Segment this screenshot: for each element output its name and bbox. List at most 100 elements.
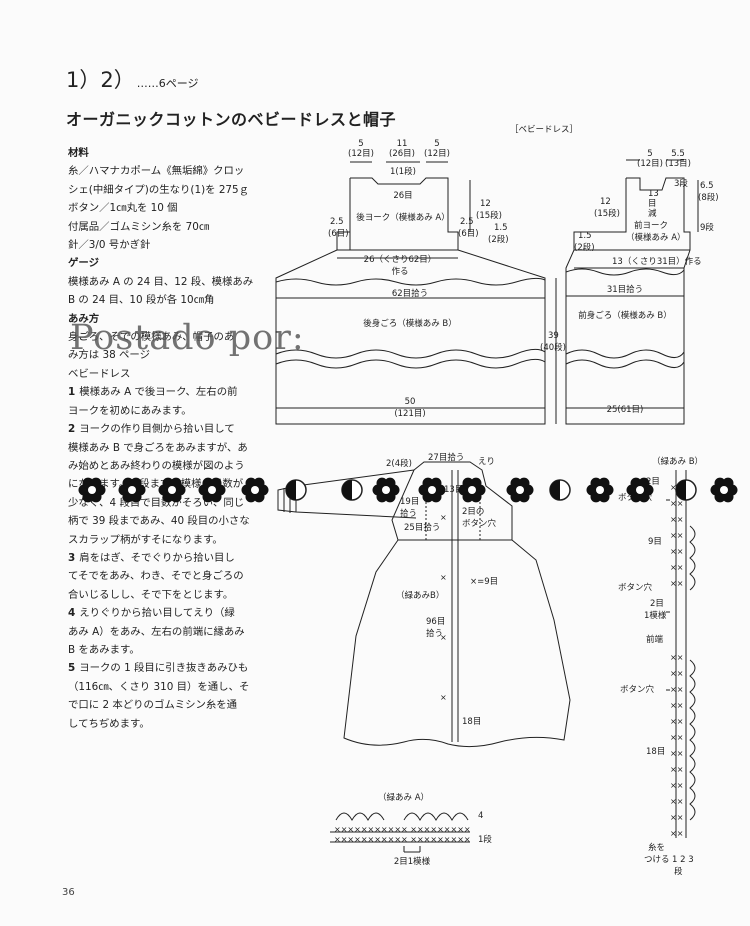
chart-b-column: ×× xyxy=(670,733,683,742)
step-line: てそでをあみ、わき、そでと身ごろの xyxy=(68,567,278,585)
materials-line: ボタン／1㎝丸を 10 個 xyxy=(68,202,178,215)
dimension-label: 39 xyxy=(548,331,559,341)
back-yoke-outline xyxy=(336,177,459,251)
step-number: 4 xyxy=(68,607,76,620)
step-line: （116㎝、くさり 310 目）を通し、そ xyxy=(68,678,278,696)
front-break xyxy=(565,359,685,369)
step-text: 少なく、4 段目で目数がそろい、同じ xyxy=(68,496,245,509)
front-edge-marks: × xyxy=(440,693,447,702)
flower-icon xyxy=(418,477,446,503)
assembly-label: 2目の xyxy=(462,507,484,517)
front-yoke-outline xyxy=(573,177,691,251)
flower-icon xyxy=(626,477,654,503)
assembly-label: えり xyxy=(478,457,495,467)
dimension-label: (15段) xyxy=(476,210,502,221)
step-number: 1 xyxy=(68,386,76,399)
chart-b-scallops xyxy=(689,525,696,821)
dimension-label: (12目) xyxy=(637,159,663,169)
step-line: B をあみます。 xyxy=(68,641,278,659)
chart-b-column: ×× xyxy=(670,669,683,678)
page-title: オーガニックコットンのベビードレスと帽子 xyxy=(66,110,397,129)
step-text: ヨークを初めにあみます。 xyxy=(68,404,192,417)
dress-yoke xyxy=(391,461,513,541)
assembly-label: ボタン穴 xyxy=(462,518,497,529)
front-break xyxy=(565,349,685,359)
front-body-label: 前身ごろ（模様あみ B） xyxy=(578,310,672,321)
dimension-label: 26目 xyxy=(393,191,412,201)
dimension-label: (13目) xyxy=(665,159,691,169)
flower-icon xyxy=(241,477,269,503)
chart-b-column: ×× xyxy=(670,765,683,774)
half-circle-icon xyxy=(285,479,307,501)
dimension-label: (2段) xyxy=(574,242,595,253)
step-line: あみ A）をあみ、左右の前端に縁あみ xyxy=(68,623,278,641)
step-text: ヨークの 1 段目に引き抜きあみひも xyxy=(79,662,249,675)
materials-line: シェ(中細タイプ)の生なり(1)を 275ｇ xyxy=(68,183,250,196)
flower-row xyxy=(78,477,738,503)
flower-icon xyxy=(506,477,534,503)
flower-border xyxy=(78,477,738,503)
step-text: （116㎝、くさり 310 目）を通し、そ xyxy=(68,680,250,693)
half-circle-icon xyxy=(549,479,571,501)
dimension-label: (6目) xyxy=(458,229,479,239)
dimension-label: 26（くさり62目） xyxy=(364,254,437,265)
method-intro-line: み方は 38 ページ xyxy=(68,349,150,362)
assembly-label: 拾う xyxy=(426,628,443,639)
step-number: 2 xyxy=(68,423,76,436)
dimension-label: 減 xyxy=(648,208,657,219)
step-text: あみ A）をあみ、左右の前端に縁あみ xyxy=(68,625,245,638)
step-text: 模様あみ A で後ヨーク、左右の前 xyxy=(79,386,238,399)
chart-b-label: ボタン穴 xyxy=(618,582,653,593)
chart-a-repeat-label: 2目1模様 xyxy=(394,856,431,867)
dimension-label: 13（くさり31目）作る xyxy=(612,256,702,267)
front-edge-marks: × xyxy=(440,633,447,642)
chart-b-label: つける xyxy=(644,855,670,865)
assembly-label: 18目 xyxy=(462,717,481,727)
chart-b-column: ×× xyxy=(670,579,683,588)
back-body-outline xyxy=(275,249,546,425)
chart-b-label: 前端 xyxy=(646,634,664,645)
flower-icon xyxy=(586,477,614,503)
dress-sleeve xyxy=(277,469,417,519)
assembly-label: 96目 xyxy=(426,617,445,627)
section-header: 1）2）……6ページ xyxy=(66,64,199,94)
dimension-label: 5 xyxy=(647,149,652,159)
dimension-label: (26目) xyxy=(389,149,415,159)
front-edge-marks: × xyxy=(440,573,447,582)
chart-a-row-label: 4 xyxy=(478,811,483,821)
step-text: B をあみます。 xyxy=(68,643,140,656)
dimension-label: 1(1段) xyxy=(390,166,416,177)
dimension-label: (40段) xyxy=(540,342,566,353)
dress-skirt xyxy=(343,539,571,748)
dimension-label: 12 xyxy=(600,197,611,207)
assembly-label: 19目 xyxy=(400,497,419,507)
chart-b-column: ×× xyxy=(670,515,683,524)
dimension-label: 2.5 xyxy=(460,217,474,227)
step-number: 3 xyxy=(68,551,76,564)
half-circle-icon xyxy=(675,479,697,501)
diagram-labels: ［ベビードレス］ 5 (12目) 11 (26目) 5 (12目) 1(1段) … xyxy=(328,125,719,877)
chart-a-scallops xyxy=(335,812,469,822)
chart-b-label: 糸を xyxy=(648,842,665,853)
chart-a-row: ××××××××××× ××××××××× xyxy=(334,825,471,834)
materials-line: 糸／ハマナカポーム《無垢綿》クロッ xyxy=(68,165,245,178)
back-yoke-label: 後ヨーク（模様あみ A） xyxy=(356,212,450,223)
flower-icon xyxy=(372,477,400,503)
chart-b-label: 1模様 xyxy=(644,610,667,621)
flower-icon xyxy=(198,477,226,503)
step-number: 5 xyxy=(68,662,76,675)
front-scallop-top xyxy=(565,268,685,276)
front-yoke-pattern: （模様あみ A） xyxy=(626,232,686,243)
assembly-label: 25目拾う xyxy=(404,522,440,533)
dimension-label: 6.5 xyxy=(700,181,714,191)
chart-b-column: ×× xyxy=(670,813,683,822)
step-line: で口に 2 本どりのゴムミシン糸を通 xyxy=(68,696,278,714)
chart-b-column: ×× xyxy=(670,653,683,662)
page-reference: ……6ページ xyxy=(136,77,199,90)
dimension-label: 5.5 xyxy=(671,149,685,159)
chart-b-column: ×× xyxy=(670,499,683,508)
step-text: スカラップ柄がすそになります。 xyxy=(68,533,223,546)
